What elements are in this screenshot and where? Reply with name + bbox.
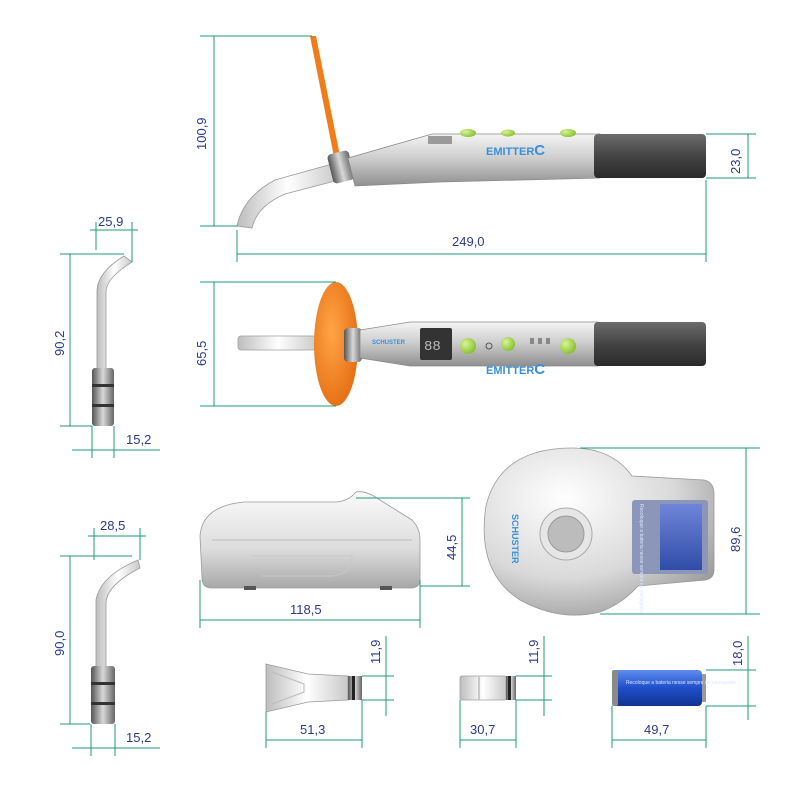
dock-label-text: Recoloque a bateria nesse sempre no carr… (638, 504, 644, 614)
cap-body (459, 675, 507, 701)
handpiece-grip (594, 134, 706, 178)
dim-tip1-height: 90,2 (52, 331, 67, 356)
light-tip-curved (236, 163, 340, 229)
front-view-device: SCHUSTER 88 EMITTERC (237, 282, 706, 406)
button-green-3 (560, 129, 576, 137)
button-power (460, 338, 476, 354)
light-tip-straight (237, 335, 319, 351)
dim-tip1-width: 25,9 (98, 214, 123, 229)
tip-1 (92, 255, 133, 426)
dim-battery-height: 18,0 (730, 641, 745, 666)
tip-2-dimensions: 28,5 90,0 15,2 (52, 518, 160, 756)
led-indicator-2 (538, 338, 542, 344)
tip-1-base (92, 368, 114, 426)
display-digits: 88 (424, 339, 441, 355)
battery: Recoloque a bateria nesse sempre no carr… (612, 670, 736, 706)
cap-dimensions: 30,7 11,9 (459, 636, 552, 748)
tip-cap (459, 675, 516, 701)
base-foot-left (244, 586, 256, 590)
side-view-device: EMITTERC (236, 36, 706, 229)
button-green-1 (460, 129, 476, 137)
dim-tip2-width: 28,5 (100, 518, 125, 533)
dim-base-height: 44,5 (444, 535, 459, 560)
charger-base-side (199, 491, 421, 590)
dim-base-width: 118,5 (290, 602, 322, 617)
brand-schuster-front: SCHUSTER (372, 340, 406, 346)
button-start (560, 338, 576, 354)
icon-timer (485, 342, 493, 350)
charger-dock-top: SCHUSTER Recoloque a bateria nesse sempr… (483, 447, 715, 616)
dim-front-height: 65,5 (194, 341, 209, 366)
charger-dock-dimensions: 89,6 (580, 447, 760, 615)
brand-schuster-dock: SCHUSTER (510, 514, 520, 564)
dim-funnel-width: 51,3 (300, 722, 325, 737)
button-mode (501, 337, 515, 351)
dim-funnel-height: 11,9 (368, 640, 383, 664)
orange-shield-strip (310, 36, 344, 177)
battery-dimensions: 49,7 18,0 (611, 636, 756, 748)
base-foot-right (380, 586, 392, 590)
dim-tip2-height: 90,0 (52, 631, 67, 656)
led-indicator-1 (530, 338, 534, 344)
funnel-dimensions: 51,3 11,9 (265, 636, 394, 748)
front-grip (594, 322, 706, 366)
dim-battery-width: 49,7 (644, 722, 669, 737)
funnel-adapter (265, 663, 362, 713)
dim-cap-height: 11,9 (526, 640, 541, 664)
display-window (428, 136, 452, 144)
front-collar (344, 328, 362, 362)
funnel-body (265, 663, 349, 713)
battery-body (612, 670, 702, 706)
dim-tip2-base: 15,2 (126, 730, 151, 745)
dim-cap-width: 30,7 (470, 722, 495, 737)
button-green-2 (501, 129, 515, 137)
tip-2-base (91, 666, 115, 724)
brand-emitter-side: EMITTERC (486, 142, 545, 159)
battery-label-text: Recoloque a bateria nesse sempre no carr… (626, 680, 736, 686)
handpiece-body (347, 133, 601, 187)
tip-1-dimensions: 25,9 90,2 15,2 (52, 214, 160, 458)
charger-base-dimensions: 118,5 44,5 (199, 497, 470, 628)
dim-tip1-base: 15,2 (126, 432, 151, 447)
front-view-dimensions: 65,5 (194, 281, 336, 407)
tip-collar (327, 150, 355, 184)
dock-battery-window (660, 504, 702, 570)
tip-2-tube (95, 559, 141, 669)
dim-side-length: 249,0 (452, 234, 485, 249)
side-view-dimensions: 100,9 249,0 23,0 (194, 35, 756, 262)
dim-side-height: 100,9 (194, 117, 209, 150)
brand-emitter-front: EMITTERC (486, 361, 545, 378)
tip-2 (91, 559, 141, 724)
tip-1-tube (96, 255, 133, 371)
dock-socket (547, 515, 585, 553)
orange-shield-disc (314, 282, 358, 406)
dim-side-grip: 23,0 (728, 149, 743, 174)
dim-dock-height: 89,6 (728, 527, 743, 552)
digital-display (420, 328, 452, 360)
led-indicator-3 (546, 338, 550, 344)
